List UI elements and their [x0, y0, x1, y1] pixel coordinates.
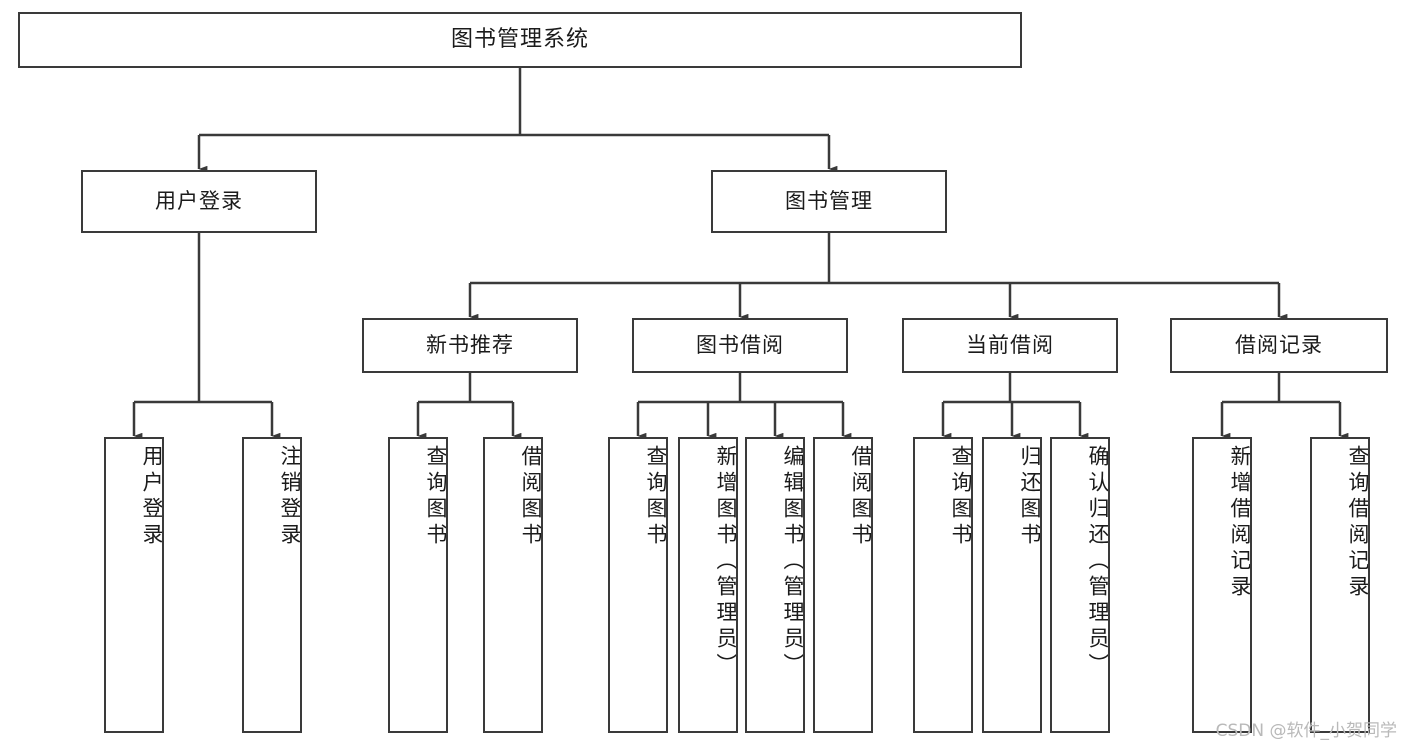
node-label-newbook: 新书推荐 — [426, 333, 514, 358]
node-label-leaf-new-borrow: 借阅图书 — [519, 445, 543, 549]
node-login[interactable]: 用户登录 — [81, 170, 317, 233]
node-current[interactable]: 当前借阅 — [902, 318, 1118, 373]
node-records[interactable]: 借阅记录 — [1170, 318, 1388, 373]
node-leaf-cur-confirm[interactable]: 确认归还（管理员） — [1050, 437, 1110, 733]
node-leaf-new-borrow[interactable]: 借阅图书 — [483, 437, 543, 733]
node-label-root: 图书管理系统 — [450, 27, 589, 53]
node-leaf-rec-query[interactable]: 查询借阅记录 — [1310, 437, 1370, 733]
node-leaf-bq-borrow[interactable]: 借阅图书 — [813, 437, 873, 733]
node-leaf-cur-return[interactable]: 归还图书 — [982, 437, 1042, 733]
node-label-login: 用户登录 — [155, 189, 243, 214]
node-leaf-user-login[interactable]: 用户登录 — [104, 437, 164, 733]
node-label-leaf-rec-add: 新增借阅记录 — [1228, 445, 1252, 601]
node-leaf-bq-query[interactable]: 查询图书 — [608, 437, 668, 733]
node-label-leaf-cur-confirm: 确认归还（管理员） — [1086, 445, 1110, 679]
node-label-leaf-bq-query: 查询图书 — [644, 445, 668, 549]
node-leaf-rec-add[interactable]: 新增借阅记录 — [1192, 437, 1252, 733]
node-leaf-bq-add[interactable]: 新增图书（管理员） — [678, 437, 738, 733]
node-label-bookmgmt: 图书管理 — [785, 189, 873, 214]
node-leaf-bq-edit[interactable]: 编辑图书（管理员） — [745, 437, 805, 733]
csdn-watermark: CSDN @软件_小贺同学 — [1215, 721, 1397, 741]
node-label-leaf-bq-borrow: 借阅图书 — [849, 445, 873, 549]
node-label-records: 借阅记录 — [1235, 333, 1323, 358]
node-label-leaf-new-query: 查询图书 — [424, 445, 448, 549]
node-leaf-user-logout[interactable]: 注销登录 — [242, 437, 302, 733]
node-borrow[interactable]: 图书借阅 — [632, 318, 848, 373]
node-label-leaf-user-logout: 注销登录 — [278, 445, 302, 549]
node-label-leaf-user-login: 用户登录 — [140, 445, 164, 549]
node-bookmgmt[interactable]: 图书管理 — [711, 170, 947, 233]
node-label-borrow: 图书借阅 — [696, 333, 784, 358]
edges-group — [132, 68, 1349, 440]
node-leaf-new-query[interactable]: 查询图书 — [388, 437, 448, 733]
node-leaf-cur-query[interactable]: 查询图书 — [913, 437, 973, 733]
node-label-current: 当前借阅 — [966, 333, 1054, 358]
node-root[interactable]: 图书管理系统 — [18, 12, 1022, 68]
node-label-leaf-rec-query: 查询借阅记录 — [1346, 445, 1370, 601]
node-label-leaf-cur-return: 归还图书 — [1018, 445, 1042, 549]
node-label-leaf-bq-add: 新增图书（管理员） — [714, 445, 738, 679]
node-newbook[interactable]: 新书推荐 — [362, 318, 578, 373]
node-label-leaf-cur-query: 查询图书 — [949, 445, 973, 549]
node-label-leaf-bq-edit: 编辑图书（管理员） — [781, 445, 805, 679]
